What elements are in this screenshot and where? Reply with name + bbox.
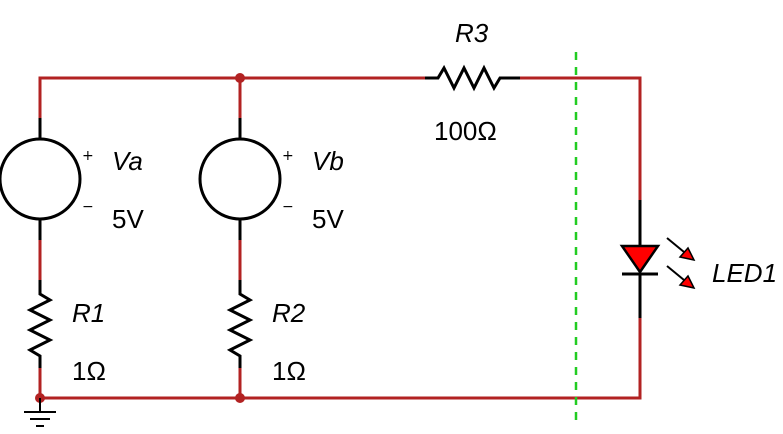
va-value-label: 5V <box>112 204 144 234</box>
ground-icon <box>24 398 56 427</box>
va-minus-sign: − <box>82 199 94 215</box>
vb-plus-sign: + <box>282 148 294 164</box>
resistor-r1: R1 1Ω <box>26 280 106 386</box>
resistor-icon <box>425 64 520 92</box>
resistor-icon <box>226 280 254 368</box>
junction-dot-bottom-mid <box>235 393 245 403</box>
voltage-source-va: + − Va 5V <box>0 118 144 240</box>
r3-value-label: 100Ω <box>434 116 497 146</box>
resistor-r2: R2 1Ω <box>226 280 306 386</box>
va-name-label: Va <box>112 146 143 176</box>
va-plus-sign: + <box>82 148 94 164</box>
voltage-source-icon <box>198 137 282 221</box>
voltage-source-icon <box>0 137 82 221</box>
resistor-r3: R3 100Ω <box>425 18 520 146</box>
voltage-source-vb: + − Vb 5V <box>198 118 344 240</box>
led-arrow-lower <box>666 265 685 281</box>
vb-minus-sign: − <box>282 199 294 215</box>
wires <box>38 76 642 400</box>
led-led1: LED1 <box>619 200 777 318</box>
r1-value-label: 1Ω <box>72 356 106 386</box>
r1-name-label: R1 <box>72 298 105 328</box>
junction-dot-top <box>235 73 245 83</box>
vb-name-label: Vb <box>312 146 344 176</box>
resistor-icon <box>26 280 54 368</box>
led-icon <box>619 244 661 275</box>
r2-name-label: R2 <box>272 298 306 328</box>
led1-name-label: LED1 <box>712 258 777 288</box>
r3-name-label: R3 <box>455 18 489 48</box>
vb-value-label: 5V <box>312 204 344 234</box>
led-arrow-upper <box>666 237 685 253</box>
r2-value-label: 1Ω <box>272 356 306 386</box>
